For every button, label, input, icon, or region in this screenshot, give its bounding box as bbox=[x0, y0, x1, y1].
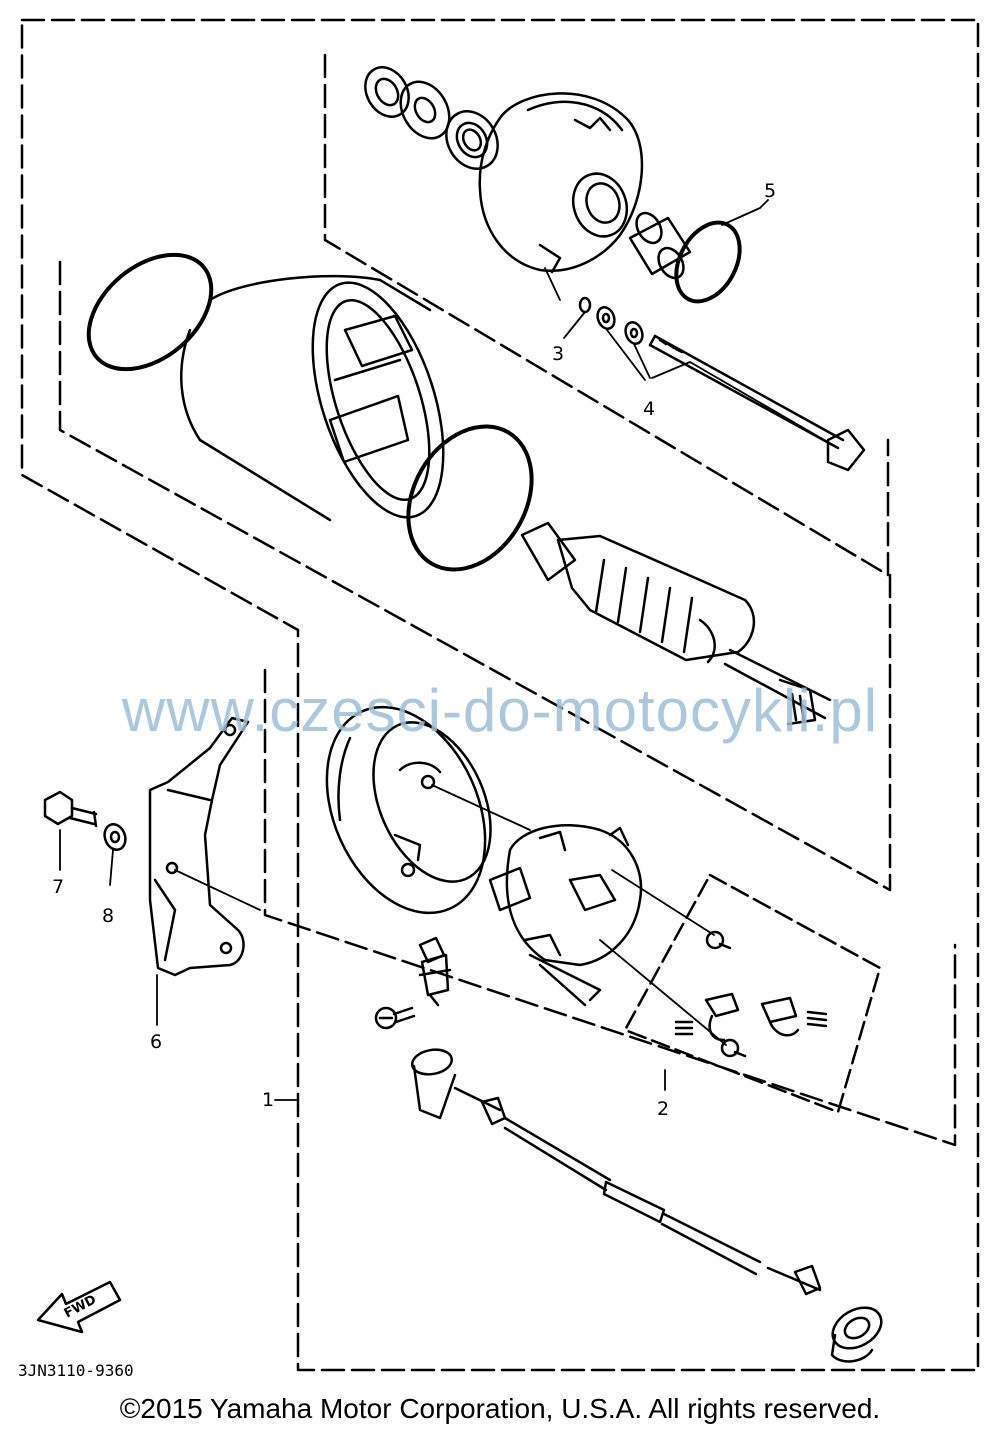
washer-part bbox=[399, 80, 451, 140]
figure-code: 3JN3110-9360 bbox=[18, 1361, 134, 1380]
bushing-part bbox=[628, 211, 692, 280]
brush-holder-part bbox=[488, 823, 643, 1007]
armature-part bbox=[520, 521, 832, 726]
nut-8-part bbox=[103, 823, 127, 851]
thrust-washer-3-part bbox=[578, 296, 592, 314]
yoke-o-ring-part bbox=[406, 424, 534, 572]
front-cover-part bbox=[478, 92, 644, 274]
oil-seal-part bbox=[364, 66, 410, 118]
o-ring-5-part bbox=[674, 220, 742, 304]
assembly-1-outline bbox=[20, 18, 980, 1372]
terminal-bolt-part bbox=[418, 936, 452, 1007]
fwd-arrow-icon: FWD bbox=[36, 1280, 122, 1334]
callout-1: 1 bbox=[262, 1089, 274, 1111]
bolt-7-part bbox=[43, 790, 98, 828]
rear-cover-group-outline bbox=[263, 668, 957, 1147]
callout-3: 3 bbox=[552, 343, 564, 365]
callout-2: 2 bbox=[657, 1098, 669, 1120]
watermark-text: www.czesci-do-motocykli.pl bbox=[121, 677, 879, 744]
terminal-screw-part bbox=[374, 1006, 416, 1030]
yoke-group-outline bbox=[58, 260, 892, 892]
callout-7: 7 bbox=[52, 876, 64, 898]
bracket-part bbox=[148, 716, 250, 977]
brush-kit-parts bbox=[674, 930, 828, 1058]
callout-5: 5 bbox=[764, 180, 776, 202]
brush-kit-outline bbox=[623, 873, 882, 1114]
callout-6: 6 bbox=[150, 1031, 162, 1053]
copyright-notice: ©2015 Yamaha Motor Corporation, U.S.A. A… bbox=[119, 1393, 881, 1424]
leader-lines bbox=[59, 199, 839, 1101]
through-bolt-part bbox=[648, 334, 866, 472]
washers-4-part bbox=[596, 306, 644, 345]
yoke-part bbox=[180, 274, 445, 522]
callout-8: 8 bbox=[102, 905, 114, 927]
large-o-ring-part bbox=[86, 252, 214, 372]
lead-wire-part bbox=[410, 1048, 883, 1363]
front-cover-group-outline bbox=[323, 53, 890, 577]
rear-cover-part bbox=[325, 705, 492, 915]
callout-4: 4 bbox=[643, 398, 655, 420]
bearing-part bbox=[445, 110, 499, 170]
